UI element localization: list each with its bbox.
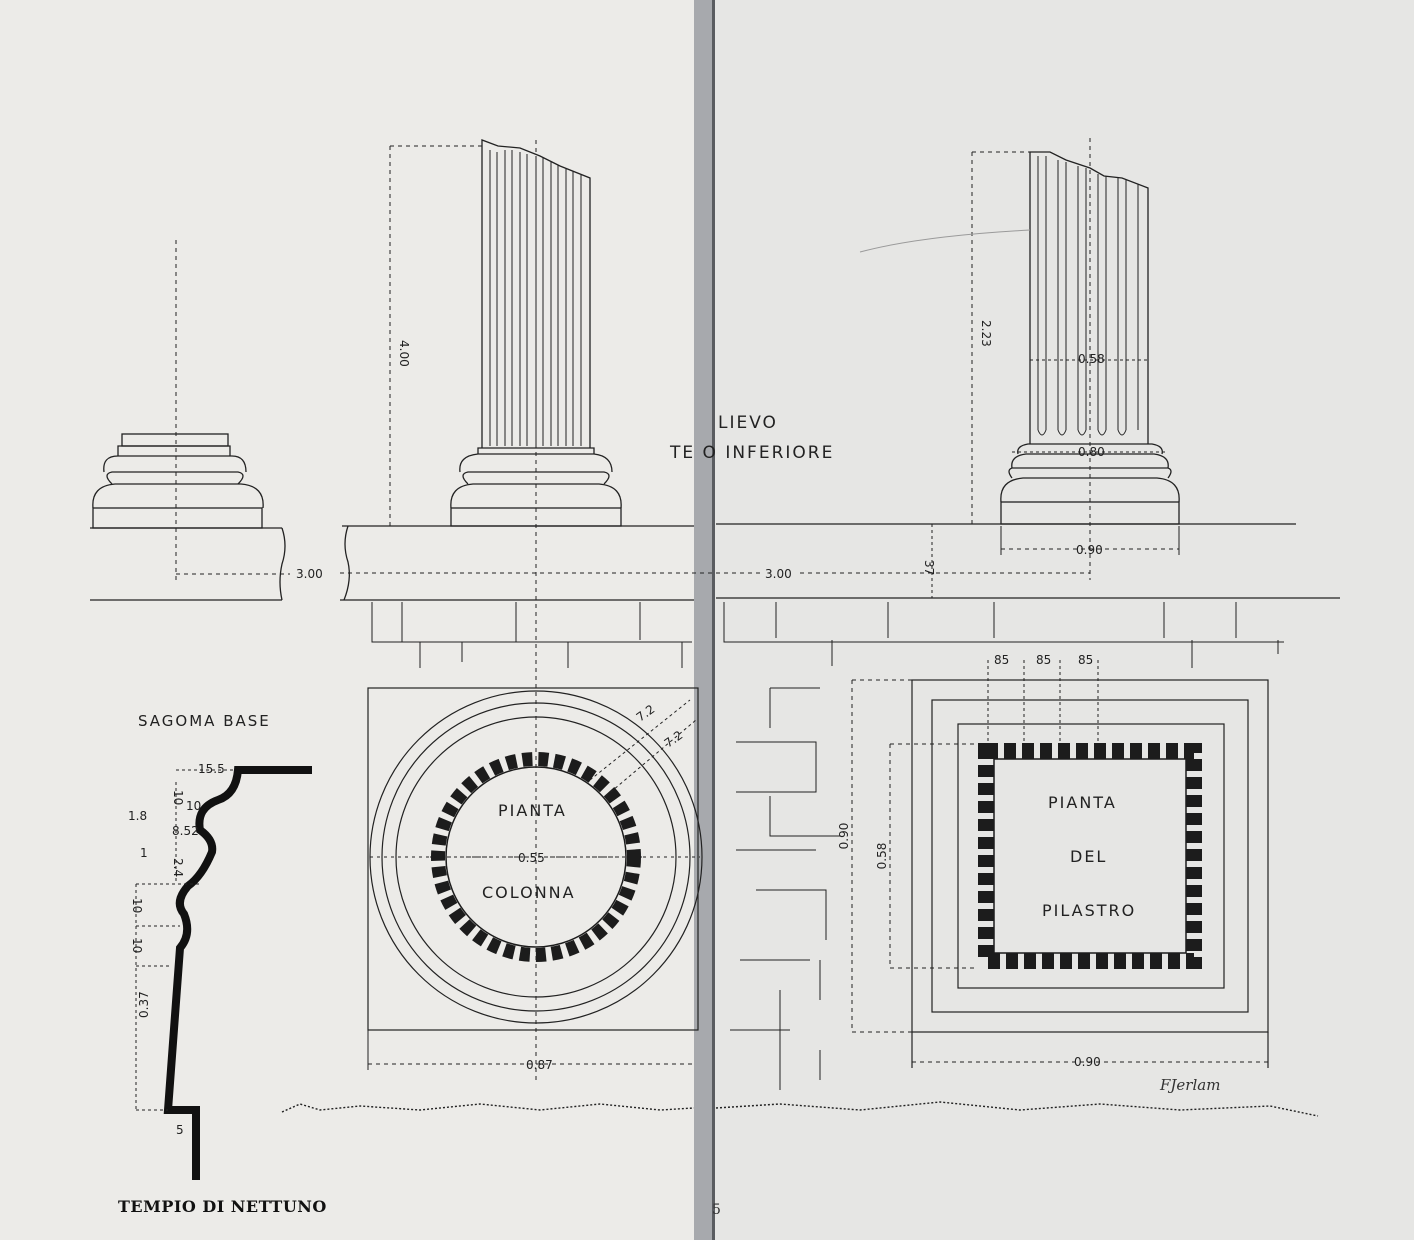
pianta-pilastro-label-1: PIANTA [1048, 793, 1117, 812]
pianta-pilastro-label-2: DEL [1070, 847, 1107, 866]
page-title: TEMPIO DI NETTUNO [118, 1197, 327, 1216]
column-elevation [450, 139, 622, 1080]
grass-ground [281, 1101, 1319, 1117]
pilaster-elevation [1000, 138, 1180, 580]
pil-plan-height-label: 0.90 [837, 823, 851, 850]
pilaster-inner-ring [993, 758, 1187, 954]
profile-dimension-lines [135, 769, 236, 1112]
left-page [0, 0, 700, 1240]
pil-plan-inner-label: 0.58 [875, 843, 889, 870]
column-inner-ring [445, 766, 627, 948]
signature: FJerlam [1159, 1076, 1220, 1094]
profile-dim-3: 1.8 [128, 809, 147, 823]
pianta-colonna-label-2: COLONNA [482, 883, 576, 902]
rilievo-heading-2: TE O INFERIORE [669, 443, 834, 463]
profile-dim-2: 10 [171, 790, 185, 805]
plan-diameter-label: 0.55 [518, 851, 545, 865]
pilaster-flute-1: 85 [994, 653, 1009, 667]
plan-base-dim [367, 1030, 694, 1070]
pianta-colonna-label-1: PIANTA [498, 801, 567, 820]
sagoma-base-label: SAGOMA BASE [138, 712, 271, 730]
column-height-label: 4.00 [397, 340, 411, 367]
pilaster-torus-label: 0.80 [1078, 445, 1105, 459]
step-height-label: 37 [922, 560, 936, 575]
masonry-blocks [371, 602, 1284, 1090]
page-number: 5 [712, 1202, 721, 1218]
profile-dim-1: 15.5 [198, 762, 225, 776]
pil-plan-width-label: 0.90 [1074, 1055, 1101, 1069]
pilaster-shaft-label: 0.58 [1078, 352, 1105, 366]
column-flutes-ring [431, 752, 641, 962]
gutter-shadow [712, 0, 715, 1240]
pilaster-base-label: 0.90 [1076, 543, 1103, 557]
pilaster-flute-2: 85 [1036, 653, 1051, 667]
book-gutter [694, 0, 714, 1240]
span-right-label: 3.00 [765, 567, 792, 581]
profile-dim-5: 8.52 [172, 824, 199, 838]
flute-depth-dims [589, 699, 697, 797]
right-page [712, 0, 1414, 1240]
rilievo-heading-1: LIEVO [718, 413, 778, 433]
profile-dim-8: 10 [130, 898, 144, 913]
span-left-label: 3.00 [296, 567, 323, 581]
pilaster-flutes-ring [978, 743, 1202, 969]
pilaster-dimensions [859, 151, 1180, 598]
profile-dim-9: 10 [130, 938, 144, 953]
base-elevation-left [92, 240, 264, 580]
span-dimensions [176, 572, 1090, 575]
column-plan [367, 687, 703, 1031]
base-profile-section [163, 766, 312, 1180]
pilaster-flute-3: 85 [1078, 653, 1093, 667]
profile-dim-10: 0.37 [137, 991, 151, 1018]
profile-dim-7: 2.4 [171, 858, 185, 877]
pilaster-plan [851, 660, 1269, 1068]
plan-base-width-label: 0.87 [526, 1058, 553, 1072]
profile-dim-11: 5 [176, 1123, 184, 1137]
profile-dim-6: 1 [140, 846, 148, 860]
pianta-pilastro-label-3: PILASTRO [1042, 901, 1136, 920]
profile-dim-4: 10 [186, 799, 201, 813]
pilaster-height-label: 2.23 [979, 320, 993, 347]
